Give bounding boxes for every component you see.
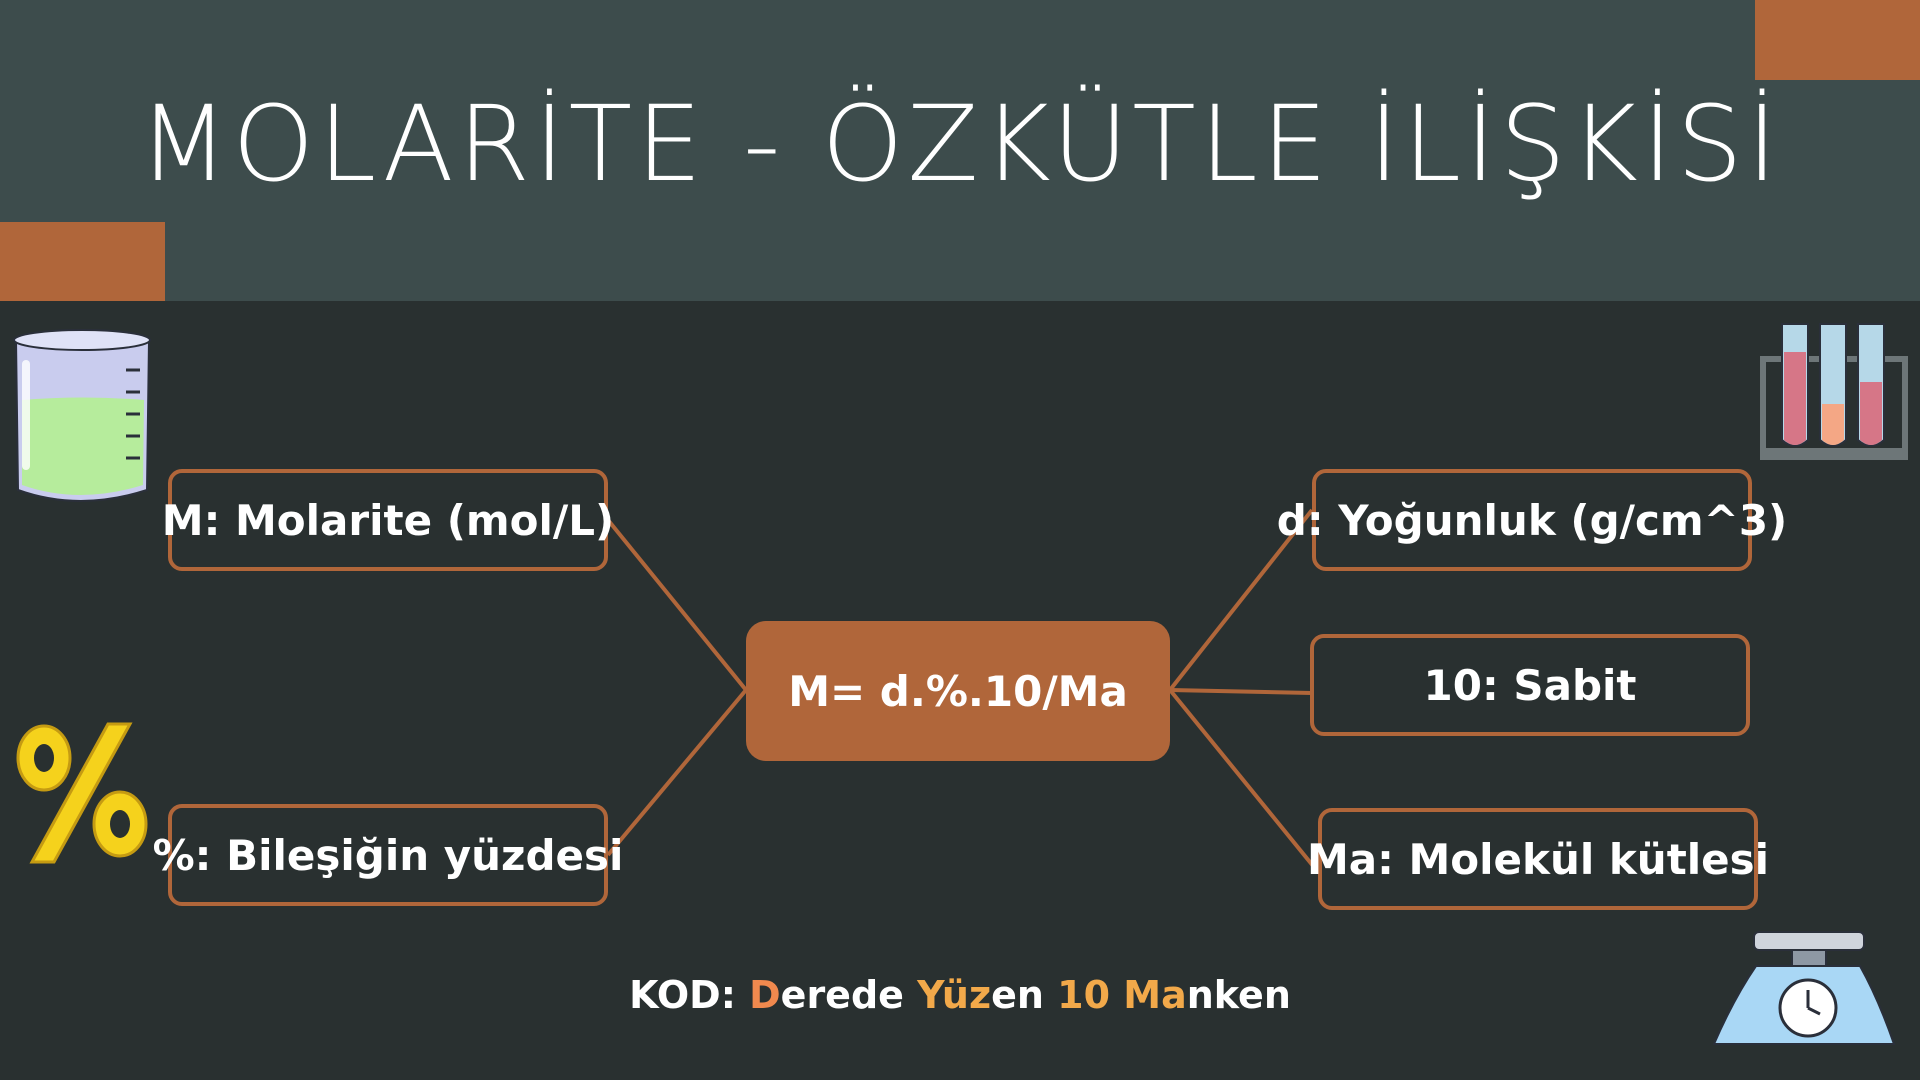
accent-block-bottom-left xyxy=(0,222,165,301)
node-molarite-label: M: Molarite (mol/L) xyxy=(161,495,615,545)
node-percent-label: %: Bileşiğin yüzdesi xyxy=(152,830,624,880)
code-part-erede: erede xyxy=(780,973,918,1017)
connector-molar-mass xyxy=(1168,688,1320,874)
connector-constant xyxy=(1169,688,1313,695)
formula-label: M= d.%.10/Ma xyxy=(788,666,1128,716)
header-band xyxy=(0,0,1920,301)
page-title: MOLARİTE - ÖZKÜTLE İLİŞKİSİ xyxy=(138,83,1782,205)
node-molar-mass: Ma: Molekül kütlesi xyxy=(1307,808,1769,910)
node-molar-mass-label: Ma: Molekül kütlesi xyxy=(1306,834,1770,884)
connector-percent xyxy=(606,688,748,857)
accent-block-top-right xyxy=(1755,0,1920,80)
code-part-yuz: Yüz xyxy=(917,973,992,1017)
connector-density xyxy=(1168,508,1314,692)
node-constant: 10: Sabit xyxy=(1310,634,1750,736)
code-part-10: 10 xyxy=(1057,973,1124,1017)
code-part-d: D xyxy=(749,973,781,1017)
code-prefix: KOD: xyxy=(629,973,750,1017)
scale-icon xyxy=(1712,931,1896,1045)
node-constant-label: 10: Sabit xyxy=(1423,660,1637,710)
test-tubes-icon xyxy=(1760,323,1908,460)
connector-molarite xyxy=(606,518,748,692)
node-molarite: M: Molarite (mol/L) xyxy=(162,469,614,571)
code-part-en: en xyxy=(991,973,1058,1017)
code-part-nken: nken xyxy=(1186,973,1291,1017)
code-part-ma: Ma xyxy=(1123,973,1187,1017)
formula-box: M= d.%.10/Ma xyxy=(746,621,1170,761)
mnemonic-code: KOD: Derede Yüzen 10 Manken xyxy=(0,973,1920,1017)
node-percent: %: Bileşiğin yüzdesi xyxy=(153,804,623,906)
node-density-label: d: Yoğunluk (g/cm^3) xyxy=(1276,495,1788,545)
beaker-icon xyxy=(13,329,151,502)
percent-icon xyxy=(16,722,148,864)
node-density: d: Yoğunluk (g/cm^3) xyxy=(1277,469,1787,571)
